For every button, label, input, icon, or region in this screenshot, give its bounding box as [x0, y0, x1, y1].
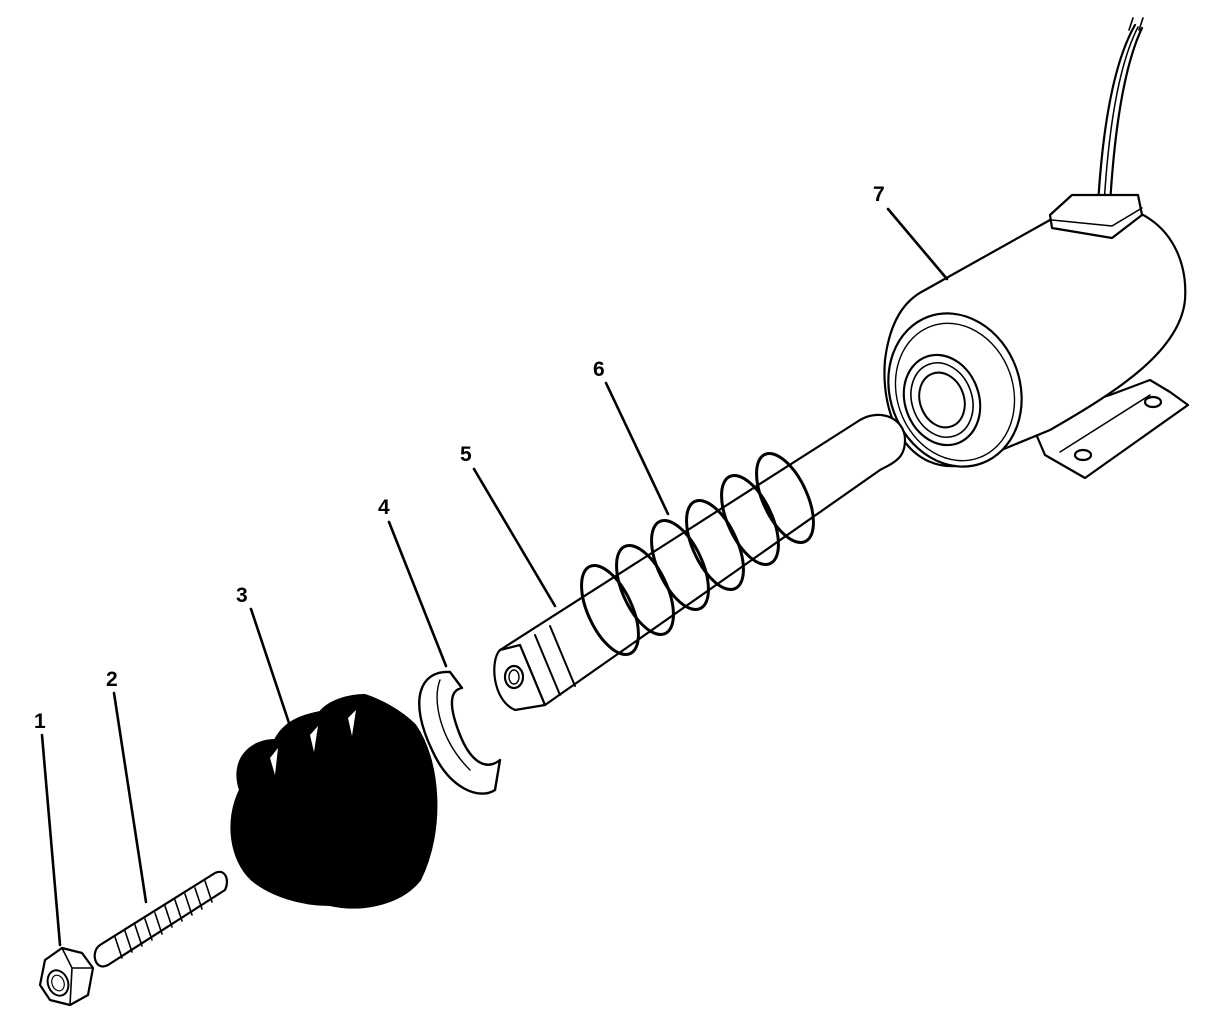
callout-leaders — [40, 207, 949, 947]
leader-3 — [249, 607, 296, 740]
threaded-stud — [93, 870, 229, 968]
callout-6: 6 — [593, 358, 605, 381]
callout-3: 3 — [236, 584, 248, 607]
callout-4: 4 — [378, 496, 390, 519]
rubber-boot — [230, 693, 438, 909]
leader-2 — [112, 691, 148, 904]
callout-2: 2 — [106, 668, 118, 691]
callout-labels: 1 2 3 4 5 6 7 — [34, 183, 885, 733]
solenoid-body — [883, 17, 1190, 480]
spring — [580, 452, 815, 656]
leader-5 — [472, 467, 557, 608]
hex-nut — [38, 946, 95, 1007]
retaining-clip — [418, 670, 502, 795]
leader-4 — [387, 520, 448, 668]
callout-1: 1 — [34, 710, 46, 733]
leader-6 — [604, 381, 670, 516]
callout-5: 5 — [460, 443, 472, 466]
callout-7: 7 — [873, 183, 885, 206]
leader-7 — [886, 207, 949, 281]
leader-1 — [40, 733, 62, 947]
